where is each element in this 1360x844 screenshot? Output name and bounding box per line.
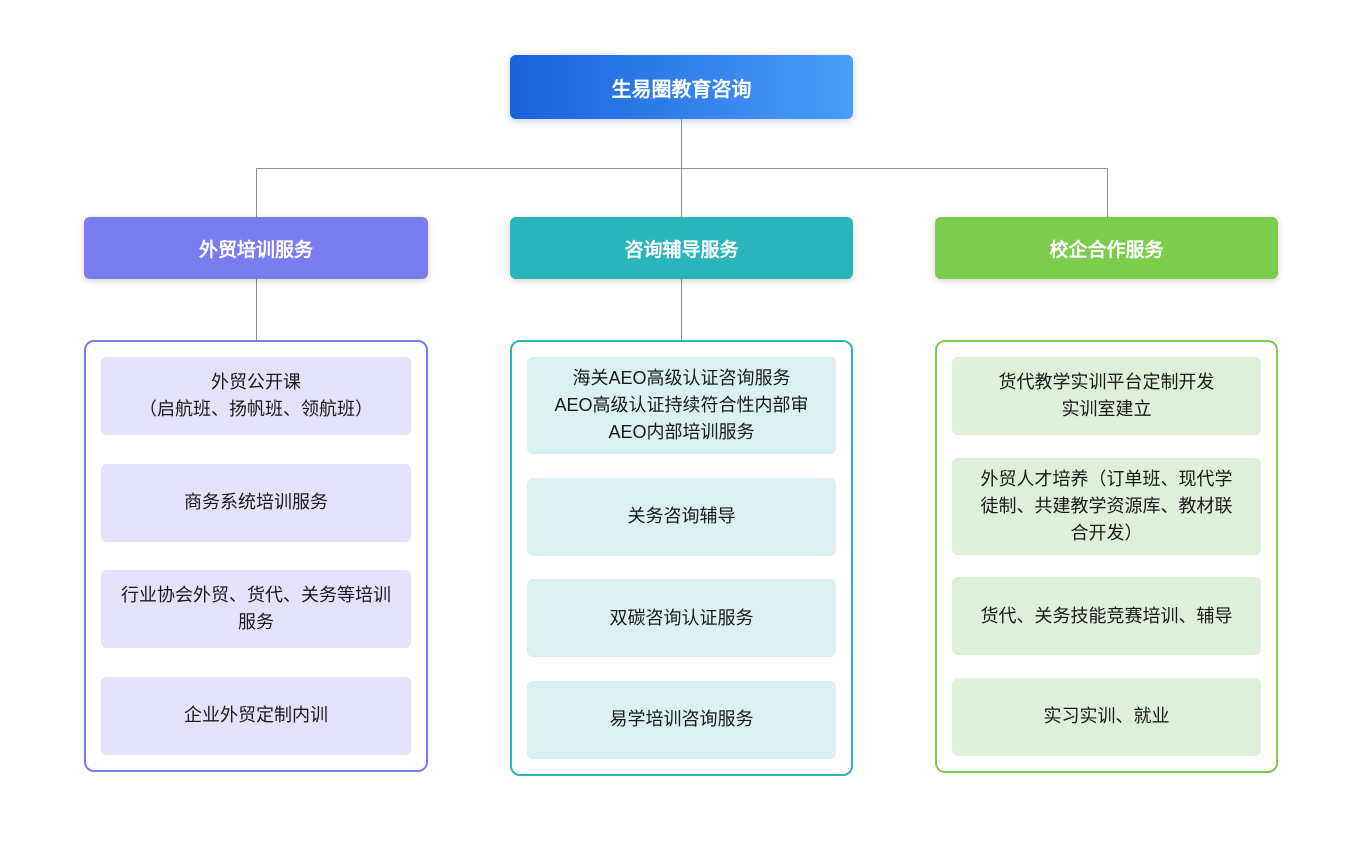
branch-header-label: 外贸培训服务 [198,239,313,261]
connector-container2-vertical [681,279,682,340]
leaf-node: 商务系统培训服务 [101,463,411,542]
branch-header-label: 校企合作服务 [1049,239,1164,261]
leaf-node: 关务咨询辅导 [527,477,836,556]
leaf-node: 双碳咨询认证服务 [527,579,836,658]
leaf-node: 企业外贸定制内训 [101,676,411,755]
connector-branch3-vertical [1107,168,1108,217]
leaf-node: 外贸人才培养（订单班、现代学徒制、共建教学资源库、教材联合开发） [952,457,1261,555]
branch-header-school-enterprise: 校企合作服务 [935,217,1278,279]
connector-container1-vertical [256,279,257,340]
branch-header-label: 咨询辅导服务 [624,239,739,261]
connector-branch1-vertical [256,168,257,217]
connector-branch2-vertical [681,168,682,217]
branch-container-consulting: 海关AEO高级认证咨询服务 AEO高级认证持续符合性内部审 AEO内部培训服务 … [510,340,853,776]
connector-root-vertical [681,119,682,168]
branch-header-trade-training: 外贸培训服务 [84,217,428,279]
leaf-node: 海关AEO高级认证咨询服务 AEO高级认证持续符合性内部审 AEO内部培训服务 [527,357,836,454]
root-node: 生易圈教育咨询 [510,55,853,119]
leaf-node: 行业协会外贸、货代、关务等培训服务 [101,570,411,649]
branch-container-trade-training: 外贸公开课 （启航班、扬帆班、领航班） 商务系统培训服务 行业协会外贸、货代、关… [84,340,428,772]
branch-header-consulting: 咨询辅导服务 [510,217,853,279]
branch-container-school-enterprise: 货代教学实训平台定制开发 实训室建立 外贸人才培养（订单班、现代学徒制、共建教学… [935,340,1278,773]
leaf-node: 易学培训咨询服务 [527,680,836,759]
root-node-label: 生易圈教育咨询 [611,78,752,101]
leaf-node: 货代教学实训平台定制开发 实训室建立 [952,357,1261,435]
leaf-node: 实习实训、就业 [952,677,1261,756]
leaf-node: 外贸公开课 （启航班、扬帆班、领航班） [101,357,411,435]
connector-horizontal [256,168,1108,169]
leaf-node: 货代、关务技能竞赛培训、辅导 [952,577,1261,656]
